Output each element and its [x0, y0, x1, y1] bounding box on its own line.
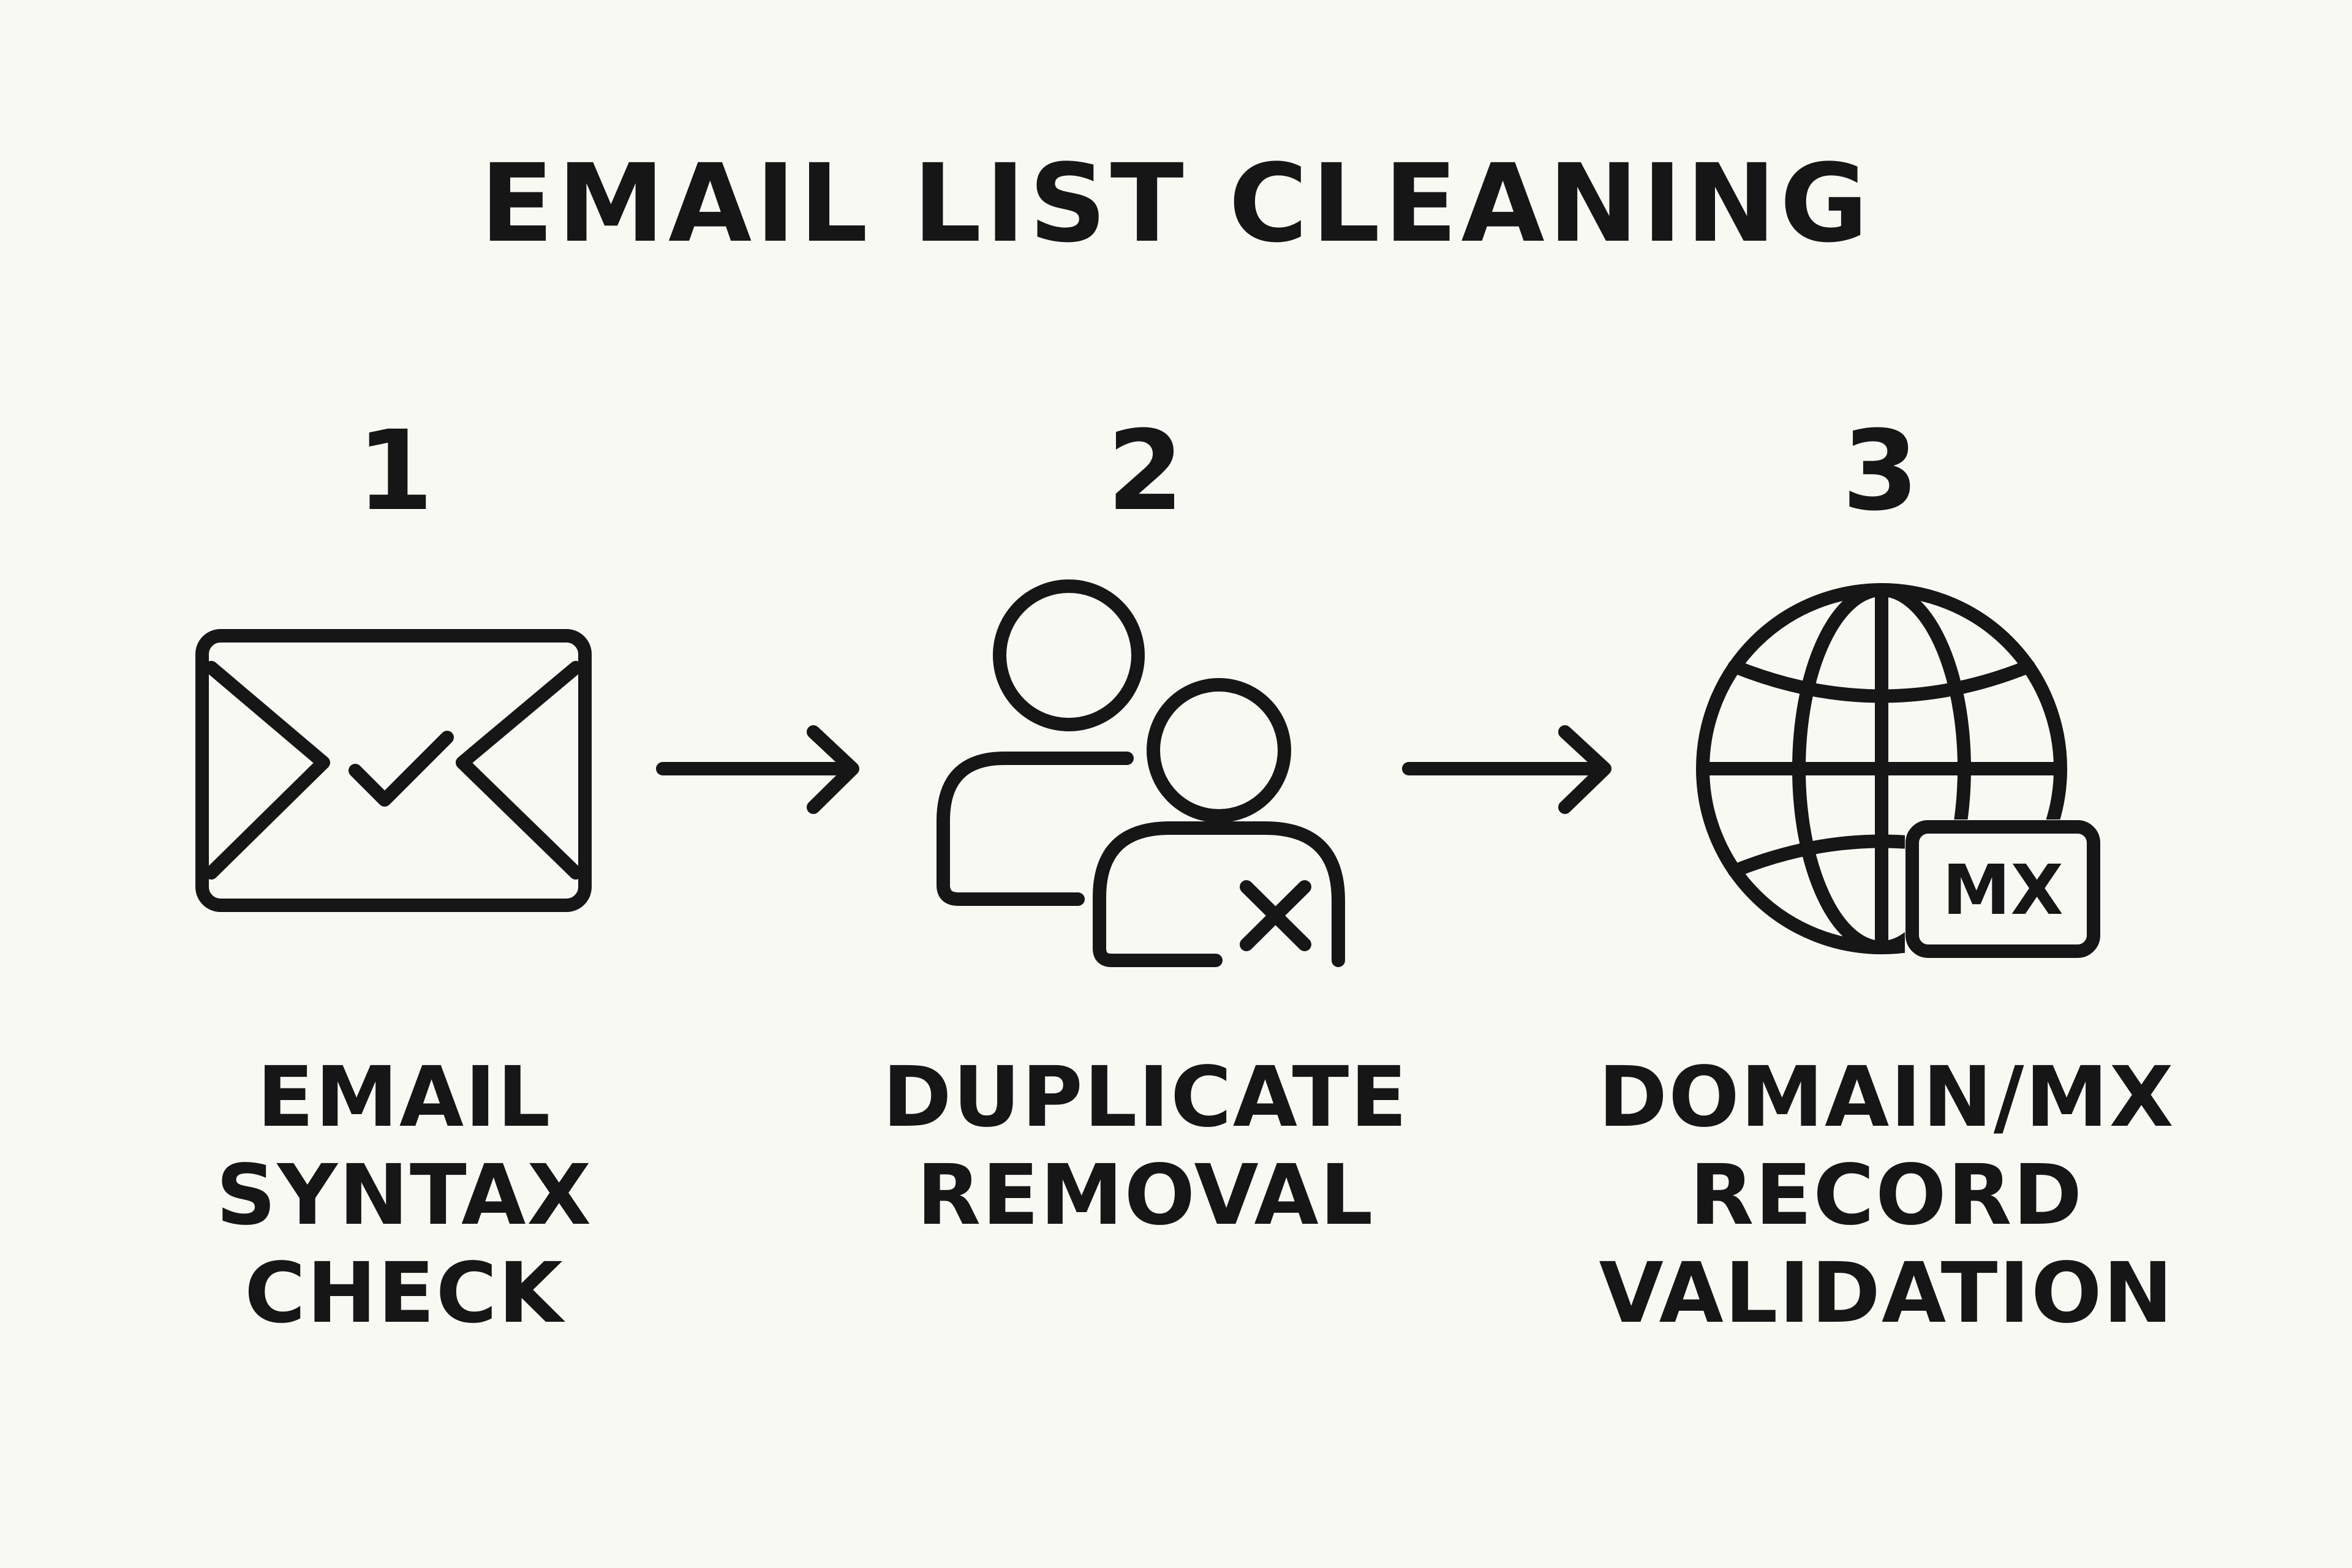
envelope-check-icon: [195, 629, 592, 912]
mx-badge-text: MX: [1942, 851, 2064, 930]
step-2-label-line: DUPLICATE: [882, 1049, 1409, 1146]
step-3-label-line: DOMAIN/MX: [1598, 1049, 2175, 1146]
step-1-label-line: EMAIL: [257, 1049, 552, 1146]
step-1-label-line: SYNTAX: [216, 1147, 593, 1244]
mx-badge: MX: [1905, 820, 2100, 958]
step-2-label: DUPLICATE REMOVAL: [839, 1049, 1452, 1245]
step-3-label-line: VALIDATION: [1599, 1245, 2174, 1342]
step-1-number: 1: [356, 407, 434, 535]
step-3-label: DOMAIN/MX RECORD VALIDATION: [1580, 1049, 2193, 1343]
step-2-label-line: REMOVAL: [916, 1147, 1374, 1244]
duplicate-users-icon: [937, 579, 1345, 967]
arrow-right-icon: [1402, 725, 1611, 814]
step-3-number: 3: [1842, 407, 1919, 535]
arrow-right-icon: [656, 725, 859, 814]
diagram-title: EMAIL LIST CLEANING: [480, 141, 1872, 266]
globe-mx-icon: MX: [1696, 583, 2100, 958]
step-3-label-line: RECORD: [1689, 1147, 2084, 1244]
step-1-label: EMAIL SYNTAX CHECK: [98, 1049, 710, 1343]
step-2-number: 2: [1107, 407, 1184, 535]
step-1-label-line: CHECK: [244, 1245, 564, 1342]
